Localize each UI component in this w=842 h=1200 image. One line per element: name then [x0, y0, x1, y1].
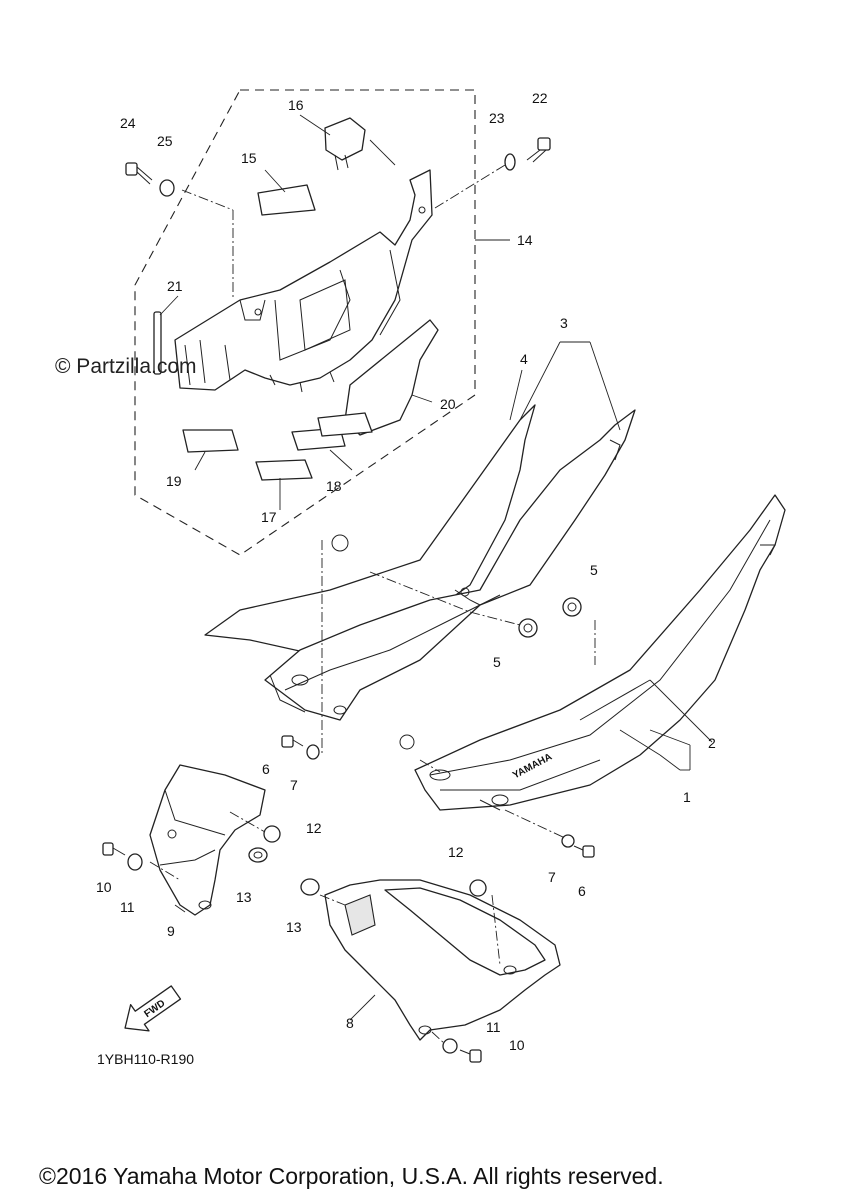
cover-part-8: [324, 879, 561, 1041]
callout-13a: 13: [236, 889, 252, 905]
bolt-part-24: [125, 162, 153, 185]
callout-12b: 12: [448, 844, 464, 860]
callout-14: 14: [517, 232, 533, 248]
callout-7b: 7: [548, 869, 556, 885]
cover-part-9: [149, 764, 266, 916]
screw-part-10b: [459, 1049, 482, 1063]
callout-12a: 12: [306, 820, 322, 836]
screw-part-6: [281, 735, 304, 748]
callout-2: 2: [708, 735, 716, 751]
callout-19: 19: [166, 473, 182, 489]
callout-17: 17: [261, 509, 277, 525]
callout-15: 15: [241, 150, 257, 166]
grommet-part-5: [518, 618, 538, 638]
washer-part-7b: [561, 834, 575, 848]
callout-6b: 6: [578, 883, 586, 899]
pad-part-15: [257, 184, 316, 216]
callout-13b: 13: [286, 919, 302, 935]
callout-24: 24: [120, 115, 136, 131]
assembly-boundary: [134, 89, 476, 556]
callout-23: 23: [489, 110, 505, 126]
watermark: © Partzilla.com: [55, 355, 197, 378]
callout-21: 21: [167, 278, 183, 294]
callout-11a: 11: [120, 899, 135, 915]
callout-10b: 10: [509, 1037, 525, 1053]
callout-1: 1: [683, 789, 691, 805]
callout-3: 3: [560, 315, 568, 331]
callout-25: 25: [157, 133, 173, 149]
washer-part-7: [306, 744, 320, 760]
callout-7a: 7: [290, 777, 298, 793]
callout-18: 18: [326, 478, 342, 494]
leader-lines: [159, 114, 713, 1021]
diagram-code: 1YBH110-R190: [97, 1051, 194, 1067]
pad-part-19: [182, 429, 239, 453]
callout-20: 20: [440, 396, 456, 412]
grommet-part-5b: [562, 597, 582, 617]
grommet-part-12b: [469, 879, 487, 897]
battery-box-assembly: [174, 169, 433, 393]
grommet-part-13: [248, 847, 268, 863]
callout-6a: 6: [262, 761, 270, 777]
callout-22: 22: [532, 90, 548, 106]
copyright: ©2016 Yamaha Motor Corporation, U.S.A. A…: [39, 1163, 664, 1189]
callout-9: 9: [167, 923, 175, 939]
washer-part-23: [504, 153, 516, 171]
callout-16: 16: [288, 97, 304, 113]
collar-part-11b: [442, 1038, 458, 1054]
collar-part-11: [127, 853, 143, 871]
screw-part-6b: [573, 845, 595, 858]
grommet-part-12: [263, 825, 281, 843]
side-cover-part-1: YAMAHA: [399, 494, 786, 811]
callout-labels: 1 2 3 4 5 5 6 6 7 7 8 9 10 10 11 11 12 1…: [96, 90, 716, 1053]
bolt-part-22: [526, 137, 551, 163]
grommet-part-13b: [300, 878, 320, 896]
callout-11b: 11: [486, 1019, 501, 1035]
callout-5b: 5: [493, 654, 501, 670]
fwd-arrow-icon: FWD: [124, 985, 182, 1032]
callout-4: 4: [520, 351, 528, 367]
callout-8: 8: [346, 1015, 354, 1031]
callout-5a: 5: [590, 562, 598, 578]
callout-10a: 10: [96, 879, 112, 895]
relay-part-16: [324, 117, 366, 171]
side-cover-part-4: [204, 404, 636, 721]
collar-part-25: [159, 179, 175, 197]
band-part-21: [153, 311, 162, 375]
screw-part-10: [102, 842, 126, 856]
pad-part-17: [255, 459, 313, 481]
